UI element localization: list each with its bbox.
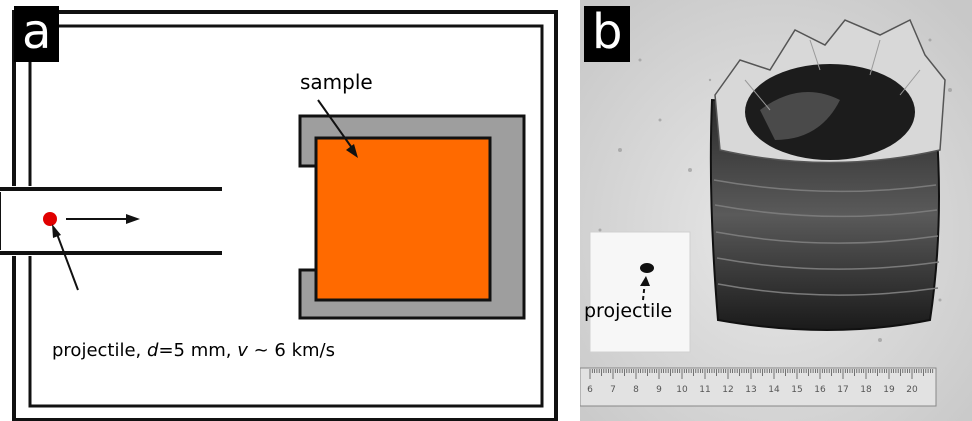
- crater-debris: [760, 92, 840, 140]
- schematic-drawing: [0, 10, 558, 421]
- panel-letter-a: a: [14, 6, 60, 62]
- projectile-label-b: projectile: [584, 300, 673, 322]
- projectile-arrow-head: [640, 276, 650, 286]
- ruler-number: 14: [768, 385, 780, 395]
- velocity-value: ~ 6 km/s: [247, 340, 335, 361]
- sample-block: [314, 136, 492, 302]
- panel-b-photo: 6 7 8 9 10 11 12 13 14 15 16 17 18 19 20 b projectile: [580, 0, 972, 421]
- velocity-arrow-head: [126, 214, 140, 224]
- ruler-numbers: 6 7 8 9 10 11 12 13 14 15 16 17 18 19 20: [587, 385, 918, 395]
- velocity-symbol: v: [237, 340, 248, 361]
- ruler-number: 11: [699, 385, 710, 395]
- ruler-number: 12: [722, 385, 733, 395]
- barrel-opening: [8, 186, 38, 256]
- white-card: [589, 231, 691, 353]
- ruler-number: 7: [610, 385, 616, 395]
- sample-pointer-head: [346, 144, 358, 158]
- ruler-number: 13: [745, 385, 756, 395]
- projectile-fragment: [640, 263, 654, 273]
- projectile-dot: [43, 212, 57, 226]
- projectile-pointer-line: [56, 233, 79, 291]
- ruler-number: 8: [633, 385, 639, 395]
- projectile-label-prefix: projectile,: [52, 340, 147, 361]
- projectile-pointer-head: [52, 224, 61, 238]
- ruler: 6 7 8 9 10 11 12 13 14 15 16 17 18 19 20: [580, 367, 937, 407]
- ruler-number: 16: [814, 385, 826, 395]
- ruler-number: 10: [676, 385, 688, 395]
- container-bands: [713, 179, 940, 296]
- ruler-number: 17: [837, 385, 848, 395]
- ruler-ticks: [589, 369, 934, 379]
- ruler-body: [580, 367, 937, 407]
- photo-drawing: 6 7 8 9 10 11 12 13 14 15 16 17 18 19 20: [580, 0, 972, 421]
- ruler-number: 15: [791, 385, 802, 395]
- diameter-value: =5 mm,: [158, 340, 238, 361]
- panel-letter-b: b: [584, 6, 631, 62]
- sample-pointer-line: [317, 99, 353, 149]
- diameter-symbol: d: [147, 340, 159, 361]
- panel-a-schematic: a sample projectile, d=5 mm, v ~ 6 km/s: [0, 6, 558, 421]
- ruler-number: 9: [656, 385, 662, 395]
- sample-label: sample: [300, 70, 373, 94]
- ruler-number: 20: [906, 385, 918, 395]
- ruler-number: 18: [860, 385, 872, 395]
- ruler-number: 19: [883, 385, 895, 395]
- foil-creases: [744, 39, 921, 111]
- projectile-label-a: projectile, d=5 mm, v ~ 6 km/s: [52, 340, 335, 361]
- ruler-number: 6: [587, 385, 593, 395]
